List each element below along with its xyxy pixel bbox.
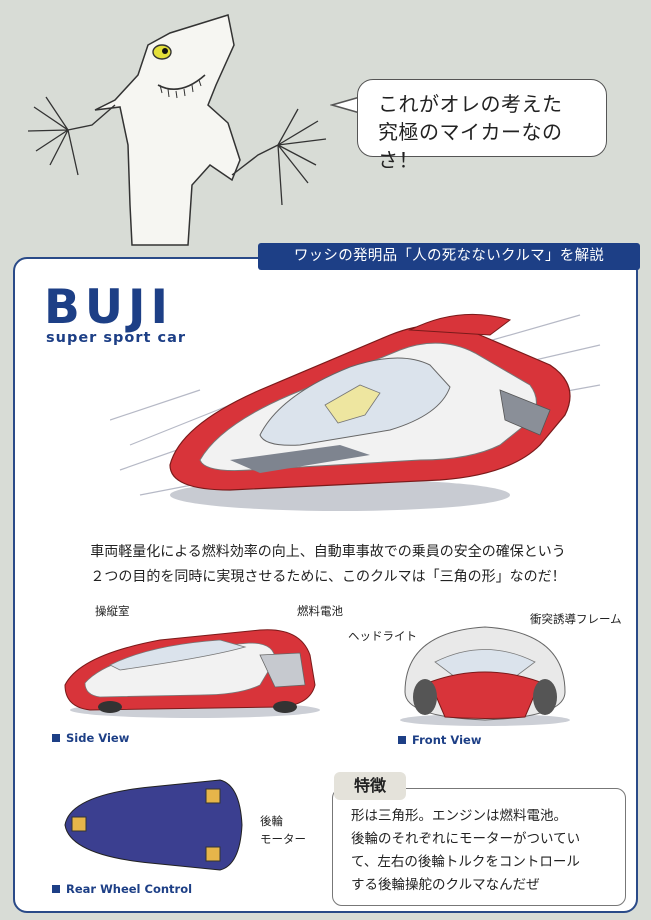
square-bullet-icon [52,885,60,893]
rear-wheel-illustration [64,779,243,871]
features-box: 形は三角形。エンジンは燃料電池。 後輪のそれぞれにモーターがついてい て、左右の… [332,788,626,906]
character-illustration [27,14,327,246]
front-view-illustration [400,626,570,726]
callout-cockpit: 操縦室 [95,604,130,618]
speech-bubble-line-2: 究極のマイカーなのさ！ [378,120,563,172]
callout-rear-wheel-line-2: モーター [260,832,306,846]
description-line-1: 車両軽量化による燃料効率の向上、自動車事故での乗員の安全の確保という [90,544,566,560]
side-view-illustration [64,629,320,718]
feature-line-1: 形は三角形。エンジンは燃料電池。 [351,808,567,824]
rear-view-label: Rear Wheel Control [52,882,192,896]
callout-crash-frame: 衝突誘導フレーム [530,612,622,626]
speech-bubble: これがオレの考えた 究極のマイカーなのさ！ [357,79,607,172]
logo-title: BUJI [44,280,173,335]
callout-rear-wheel: 後輪 モーター [260,812,306,848]
callout-headlight: ヘッドライト [348,629,417,643]
speech-bubble-line-1: これがオレの考えた [378,92,563,116]
side-view-label-text: Side View [66,731,130,745]
front-view-label-text: Front View [412,733,482,747]
speech-bubble-tail [330,96,361,114]
square-bullet-icon [398,736,406,744]
side-view-label: Side View [52,731,129,745]
feature-line-4: する後輪操舵のクルマなんだぜ [351,877,540,893]
description-text: 車両軽量化による燃料効率の向上、自動車事故での乗員の安全の確保という ２つの目的… [48,540,608,590]
description-line-2: ２つの目的を同時に実現させるために、このクルマは「三角の形」なのだ！ [90,569,566,585]
main-car-illustration [110,313,601,511]
rear-view-label-text: Rear Wheel Control [66,882,193,896]
feature-line-3: て、左右の後輪トルクをコントロール [351,854,580,870]
front-view-label: Front View [398,733,481,747]
callout-fuel-cell: 燃料電池 [297,604,343,618]
callout-rear-wheel-line-1: 後輪 [260,814,283,828]
feature-line-2: 後輪のそれぞれにモーターがついてい [351,831,581,847]
header-banner: ワッシの発明品「人の死なないクルマ」を解説 [258,243,640,270]
logo-subtitle: super sport car [46,330,186,346]
square-bullet-icon [52,734,60,742]
features-title: 特徴 [334,772,406,800]
